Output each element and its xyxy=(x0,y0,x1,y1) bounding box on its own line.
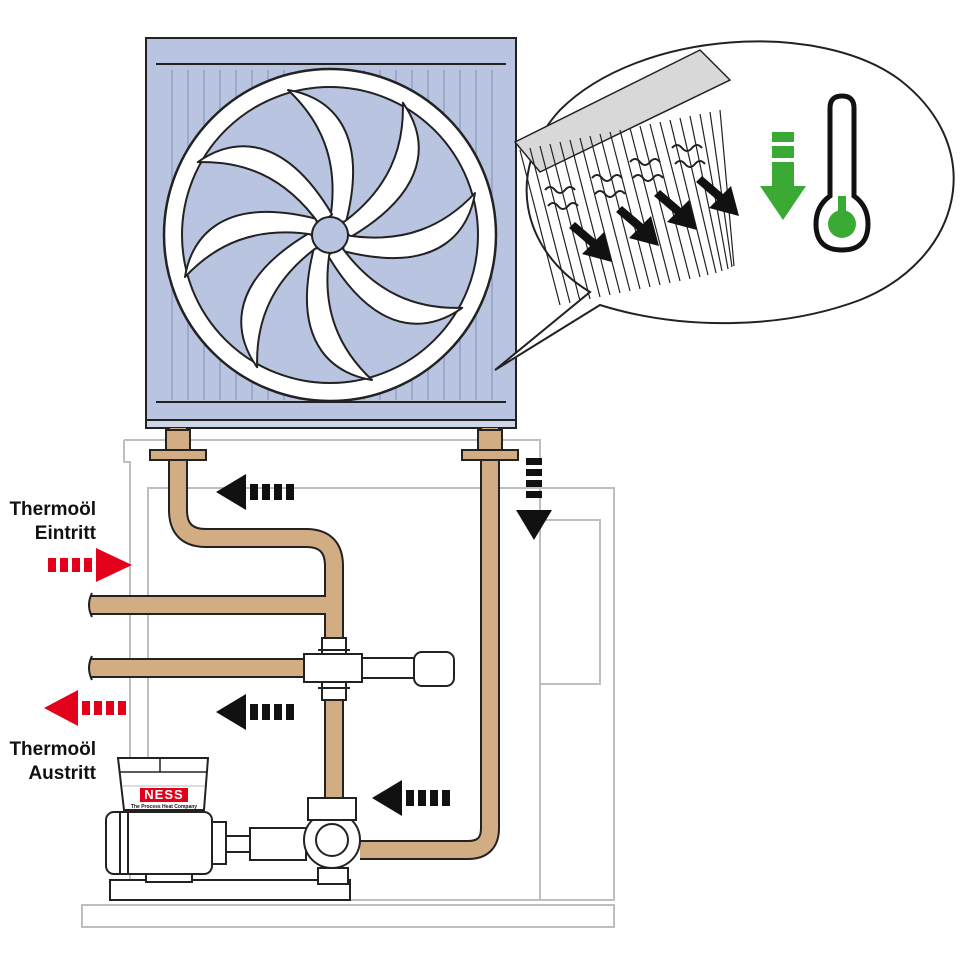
inlet-label: Thermoöl Eintritt xyxy=(0,498,96,546)
down-arrow-icon xyxy=(760,132,806,220)
outlet-label-line1: Thermoöl xyxy=(9,739,96,760)
thermometer-icon xyxy=(813,93,871,253)
flow-arrow-icon xyxy=(569,176,739,262)
heat-wave-icon xyxy=(544,144,706,210)
detail-callout xyxy=(494,40,955,371)
ness-logo: NESS The Process Heat Company xyxy=(124,786,204,811)
inlet-arrow-icon xyxy=(48,548,132,582)
inlet-label-line2: Eintritt xyxy=(34,523,96,544)
pipes xyxy=(88,428,500,860)
three-way-valve xyxy=(303,637,455,701)
logo-brand: NESS xyxy=(140,788,188,802)
pump-assembly xyxy=(105,797,361,901)
fin-block xyxy=(513,49,739,306)
pipe-flanges xyxy=(149,429,519,461)
inlet-label-line1: Thermoöl xyxy=(9,499,96,520)
flow-arrow-icon xyxy=(216,458,552,816)
fan-icon xyxy=(162,67,498,403)
outlet-label-line2: Austritt xyxy=(28,763,96,784)
outlet-label: Thermoöl Austritt xyxy=(0,738,96,786)
logo-tagline: The Process Heat Company xyxy=(130,804,198,810)
outlet-arrow-icon xyxy=(44,690,126,726)
